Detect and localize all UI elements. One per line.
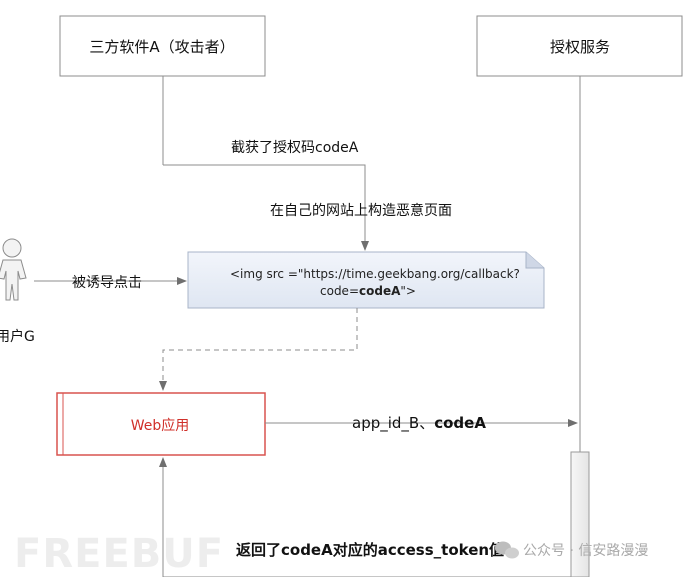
- construct-page-label: 在自己的网站上构造恶意页面: [270, 202, 452, 219]
- actor-web-app: Web应用: [56, 392, 266, 456]
- actor-third-party-label: 三方软件A（攻击者）: [89, 38, 234, 56]
- actor-web-app-label: Web应用: [131, 417, 190, 434]
- actor-third-party: 三方软件A（攻击者）: [59, 15, 266, 77]
- malicious-note-line2: code=codeA">: [320, 284, 416, 298]
- intercept-label: 截获了授权码codeA: [231, 140, 359, 156]
- freebuf-watermark: FREEBUF: [14, 531, 224, 577]
- malicious-note-line1: <img src ="https://time.geekbang.org/cal…: [230, 267, 520, 281]
- return-token-arrow: [159, 457, 571, 577]
- send-code-label: app_id_B、codeA: [352, 414, 486, 433]
- wechat-watermark: 公众号 · 信安路漫漫: [523, 543, 648, 559]
- malicious-page-note: <img src ="https://time.geekbang.org/cal…: [187, 251, 545, 309]
- actor-web-app-box: [56, 392, 266, 456]
- actor-third-party-box: [59, 15, 266, 77]
- actor-auth-service: 授权服务: [476, 15, 683, 77]
- actor-auth-service-box: [476, 15, 683, 77]
- user-label: 用户G: [0, 328, 35, 345]
- wechat-icon: [495, 541, 519, 559]
- return-token-label: 返回了codeA对应的access_token值: [236, 541, 504, 559]
- note-to-webapp-dashed: [159, 308, 358, 391]
- user-icon: [0, 238, 27, 301]
- lured-click-label: 被诱导点击: [72, 275, 142, 291]
- intercept-path: 截获了授权码codeA 在自己的网站上构造恶意页面: [163, 140, 452, 251]
- auth-service-activation: [570, 451, 590, 577]
- actor-auth-service-label: 授权服务: [550, 38, 610, 56]
